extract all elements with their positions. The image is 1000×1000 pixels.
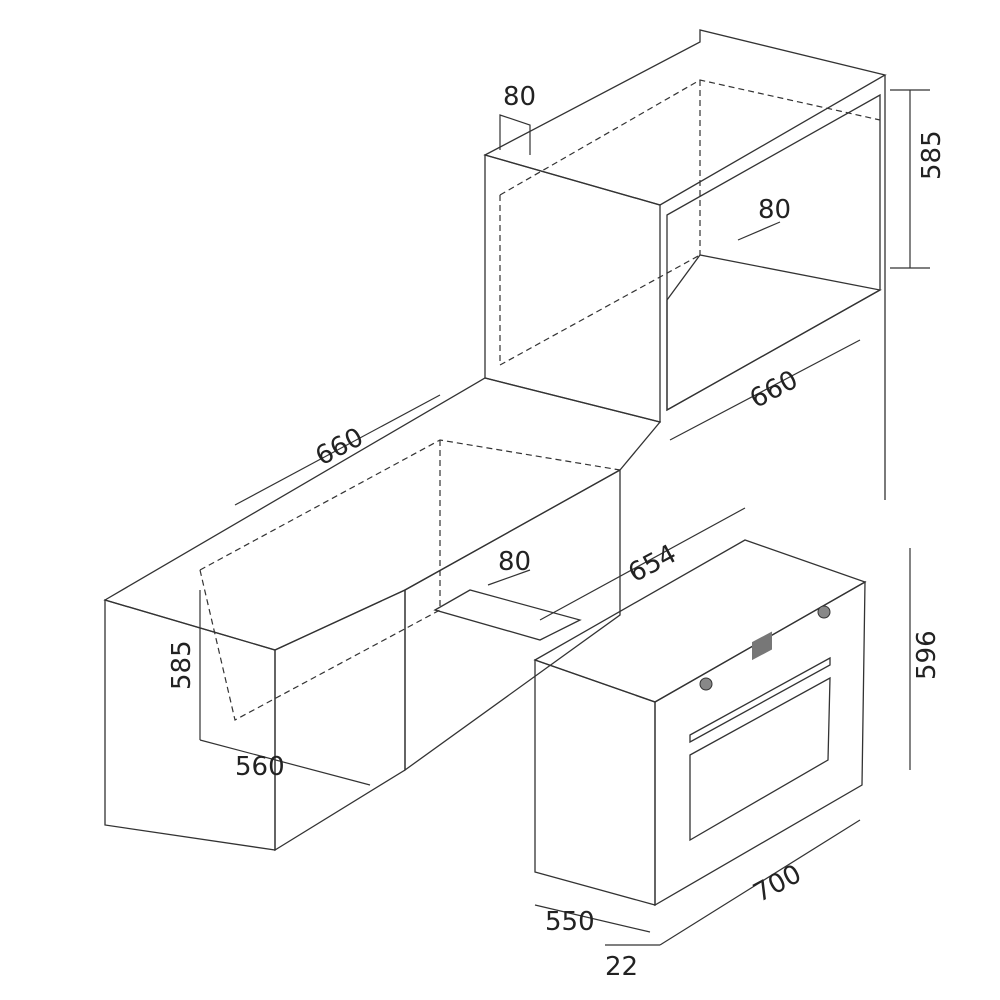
lower-cabinet-front [274, 588, 406, 852]
dim-lower-depth: 560 [235, 752, 285, 782]
dimension-lines [199, 89, 930, 946]
lower-niche-floor [433, 589, 582, 641]
upper-cabinet-opening-floor [666, 254, 882, 412]
dim-lower-height: 585 [167, 640, 197, 690]
dim-lower-width: 660 [311, 422, 369, 472]
upper-cabinet-left-panel [484, 154, 661, 423]
dim-upper-height: 585 [917, 130, 947, 180]
oven-knob-right[interactable] [817, 605, 831, 619]
dim-upper-notch-inner: 80 [758, 195, 791, 225]
dim-upper-notch-top: 80 [503, 82, 536, 112]
dim-oven-front: 22 [605, 952, 638, 982]
hidden-edge [199, 569, 441, 721]
lower-cabinet-right-panel [404, 468, 621, 772]
oven-door-window [689, 676, 831, 842]
upper-cabinet-opening-back [666, 93, 881, 412]
oven [533, 539, 867, 907]
lower-cabinet-top [103, 377, 662, 651]
hidden-edge [499, 195, 701, 367]
dim-oven-width: 700 [749, 859, 807, 909]
lower-cabinet [103, 377, 662, 852]
upper-cabinet-top [483, 29, 887, 206]
upper-cabinet [483, 29, 887, 500]
dim-oven-height: 596 [912, 630, 942, 680]
dim-upper-width: 660 [745, 365, 803, 415]
dim-lower-notch: 80 [498, 547, 531, 577]
oven-display [752, 631, 772, 661]
dim-oven-depth: 550 [545, 907, 595, 937]
oven-handle [689, 656, 831, 744]
lower-cabinet-left-face [104, 599, 276, 851]
oven-front [654, 580, 866, 907]
oven-knob-left[interactable] [699, 677, 713, 691]
hidden-edge [499, 79, 881, 196]
oven-side [534, 659, 656, 906]
